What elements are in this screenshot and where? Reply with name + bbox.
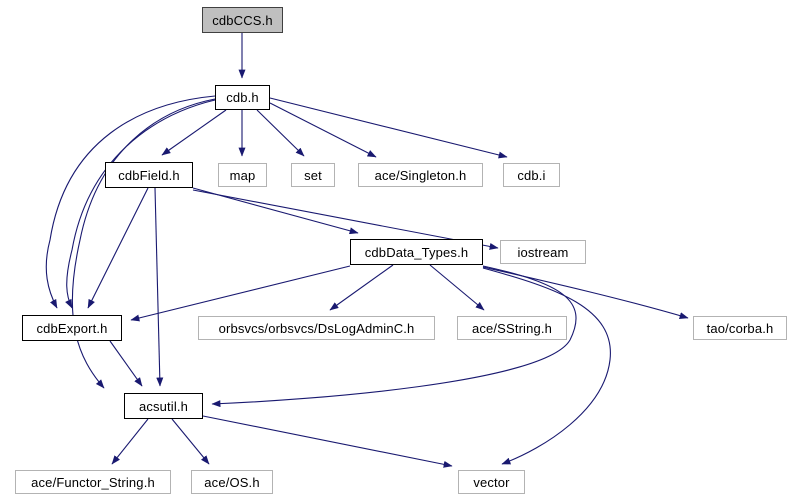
edge-acsutil-to-vector: [202, 415, 453, 468]
edge-cdbDataTypes-to-taoCorba: [482, 266, 689, 319]
edge-cdb-to-acsutil: [71, 98, 216, 389]
node-aceOS[interactable]: ace/OS.h: [191, 470, 273, 494]
node-label: set: [304, 167, 322, 183]
node-cdb[interactable]: cdb.h: [215, 85, 270, 110]
node-set[interactable]: set: [291, 163, 335, 187]
node-vector[interactable]: vector: [458, 470, 525, 494]
edge-cdbField-to-acsutil: [154, 187, 164, 387]
edge-cdbDataTypes-to-dsLogAdmin: [329, 264, 394, 311]
edge-acsutil-to-aceOS: [171, 418, 210, 465]
edge-cdb-to-cdbExport: [45, 95, 216, 309]
edge-cdbDataTypes-to-cdbExport: [130, 265, 351, 322]
node-cdbi[interactable]: cdb.i: [503, 163, 560, 187]
node-aceSingleton[interactable]: ace/Singleton.h: [358, 163, 483, 187]
node-aceFunctor[interactable]: ace/Functor_String.h: [15, 470, 171, 494]
node-label: orbsvcs/orbsvcs/DsLogAdminC.h: [218, 320, 415, 336]
node-aceSString[interactable]: ace/SString.h: [457, 316, 567, 340]
node-taoCorba[interactable]: tao/corba.h: [693, 316, 787, 340]
edge-cdb-to-set: [256, 109, 305, 157]
edge-cdbField-to-cdbDataTypes: [192, 187, 359, 235]
node-label: iostream: [517, 244, 569, 260]
node-label: cdbCCS.h: [212, 12, 273, 28]
node-dsLogAdmin[interactable]: orbsvcs/orbsvcs/DsLogAdminC.h: [198, 316, 435, 340]
edge-acsutil-to-aceFunctor: [111, 418, 149, 465]
node-map[interactable]: map: [218, 163, 267, 187]
node-cdbField[interactable]: cdbField.h: [105, 162, 193, 188]
edge-cdbDataTypes-to-vector: [482, 267, 611, 465]
edge-cdb-to-aceSingleton: [269, 102, 377, 158]
node-label: cdbField.h: [118, 167, 180, 183]
node-label: cdbExport.h: [36, 320, 108, 336]
node-label: vector: [473, 474, 510, 490]
node-label: cdb.h: [226, 90, 259, 105]
node-label: ace/OS.h: [204, 474, 260, 490]
node-label: cdb.i: [517, 167, 546, 183]
edge-cdb-to-cdbField: [161, 109, 227, 156]
edge-cdb-to-cdbi: [269, 97, 508, 159]
node-cdbExport[interactable]: cdbExport.h: [22, 315, 122, 341]
edge-cdbExport-to-acsutil: [109, 340, 143, 387]
node-label: cdbData_Types.h: [364, 244, 469, 260]
node-iostream[interactable]: iostream: [500, 240, 586, 264]
node-acsutil[interactable]: acsutil.h: [124, 393, 203, 419]
node-label: acsutil.h: [138, 398, 189, 414]
node-label: ace/Functor_String.h: [31, 474, 155, 490]
node-cdbDataTypes[interactable]: cdbData_Types.h: [350, 239, 483, 265]
node-label: ace/SString.h: [472, 320, 552, 336]
edge-cdbDataTypes-to-aceSString: [429, 264, 485, 311]
node-cdbCCS[interactable]: cdbCCS.h: [202, 7, 283, 33]
node-label: tao/corba.h: [706, 320, 774, 336]
edge-cdbField-to-cdbExport: [87, 187, 149, 309]
node-label: map: [229, 167, 256, 183]
node-label: ace/Singleton.h: [374, 167, 467, 183]
edge-cdb-to-cdbExport: [65, 99, 216, 309]
